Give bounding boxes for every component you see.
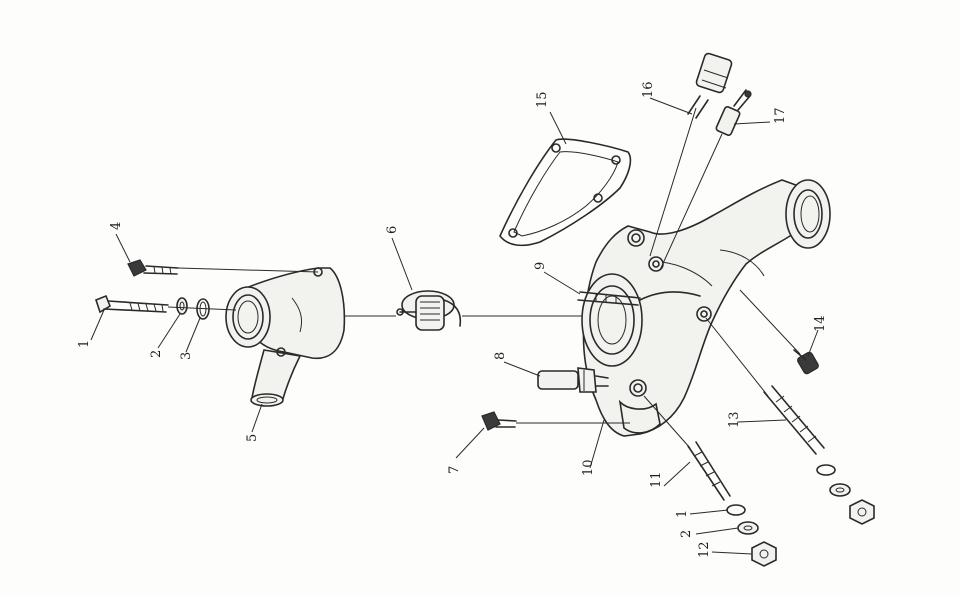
temperature-sender [537,367,609,393]
mounting-bolt [481,411,517,431]
callout-4: 4 [109,222,124,230]
callout-2-lower: 2 [679,530,694,538]
stud-short [577,291,641,306]
callout-11: 11 [649,471,664,488]
callout-15: 15 [535,91,550,108]
temperature-switch [659,89,752,271]
callout-2: 2 [149,350,164,358]
flange-bolt [127,259,179,277]
nut-right [849,499,875,525]
coolant-sensor [649,52,733,257]
callout-17: 17 [773,107,788,124]
nut-lower [751,541,777,567]
stud-long [705,317,825,455]
callout-3: 3 [179,352,194,360]
callout-13: 13 [727,411,742,428]
callout-14: 14 [813,315,828,332]
callout-9: 9 [533,262,548,270]
washer-right [816,464,836,476]
washer-lower [726,504,746,516]
washer [176,297,188,315]
callout-16: 16 [641,81,656,98]
callout-1: 1 [77,340,92,348]
callout-8: 8 [493,352,508,360]
thermostat-housing [581,179,831,437]
stud-lower [643,395,731,501]
gasket [499,138,632,247]
callout-12: 12 [697,541,712,558]
callout-5: 5 [245,434,260,442]
bleed-screw [739,289,819,375]
callout-10: 10 [581,459,596,476]
bolt-long [95,294,169,314]
callout-1-lower: 1 [675,510,690,518]
thermostat [396,290,462,331]
callout-6: 6 [385,226,400,234]
callout-7: 7 [447,466,462,474]
thermostat-cover [225,267,346,407]
